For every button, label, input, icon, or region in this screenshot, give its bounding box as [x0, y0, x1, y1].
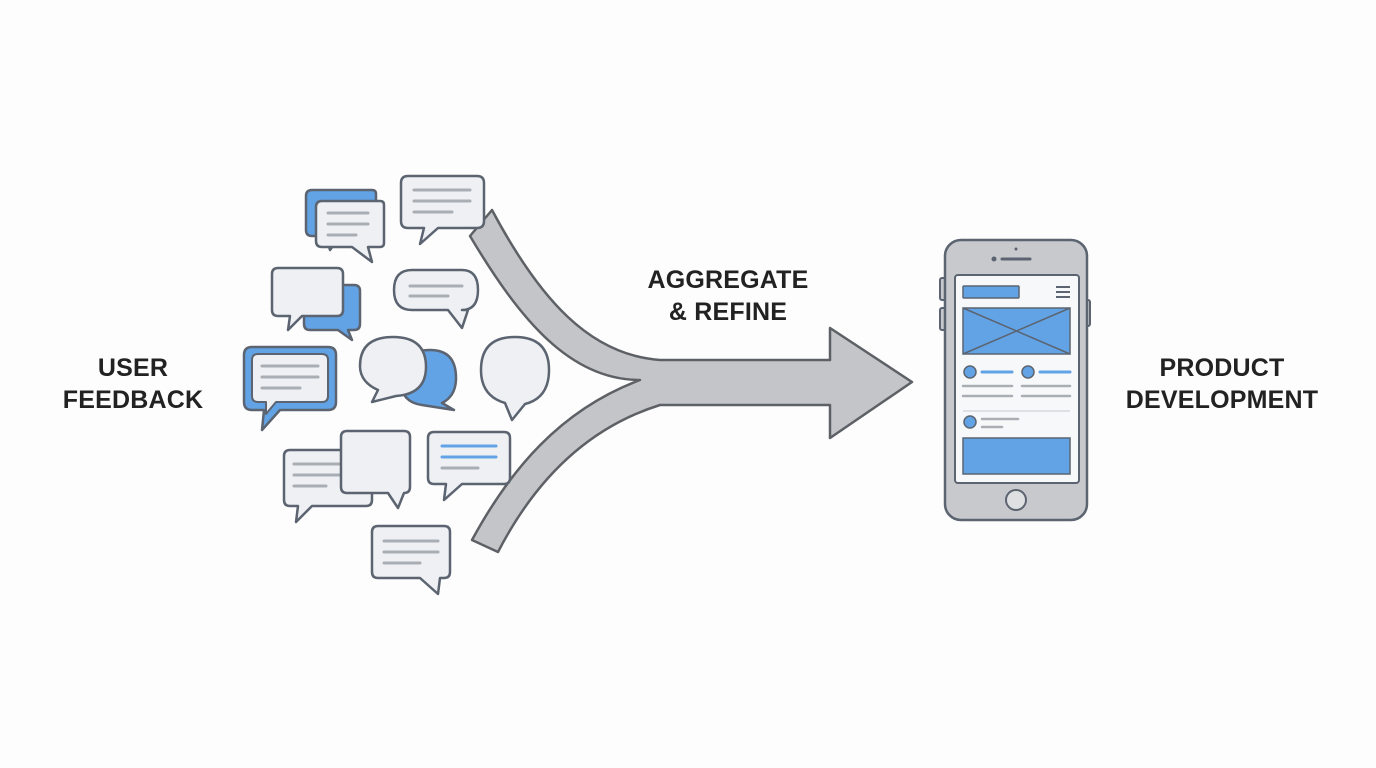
- speech-bubble-icon: [392, 268, 480, 330]
- product-development-label: PRODUCT DEVELOPMENT: [1125, 354, 1319, 414]
- image-placeholder-icon: [962, 307, 1071, 355]
- speech-bubble-icon: [426, 430, 512, 502]
- speech-bubble-icon: [370, 524, 452, 596]
- speech-bubble-icon: [270, 266, 362, 342]
- aggregate-refine-label: AGGREGATE & REFINE: [647, 266, 809, 326]
- speech-bubble-icon: [242, 345, 338, 432]
- user-feedback-label: USER FEEDBACK: [62, 354, 204, 414]
- speech-bubble-icon: [282, 429, 412, 524]
- speech-bubble-icon: [358, 335, 458, 412]
- merge-arrow-icon: [468, 208, 914, 554]
- speech-bubble-icon: [479, 335, 551, 422]
- feedback-bubble-cluster: [242, 174, 551, 596]
- smartphone-icon: [939, 238, 1091, 522]
- speech-bubble-icon: [304, 188, 386, 264]
- speech-bubble-icon: [399, 174, 486, 246]
